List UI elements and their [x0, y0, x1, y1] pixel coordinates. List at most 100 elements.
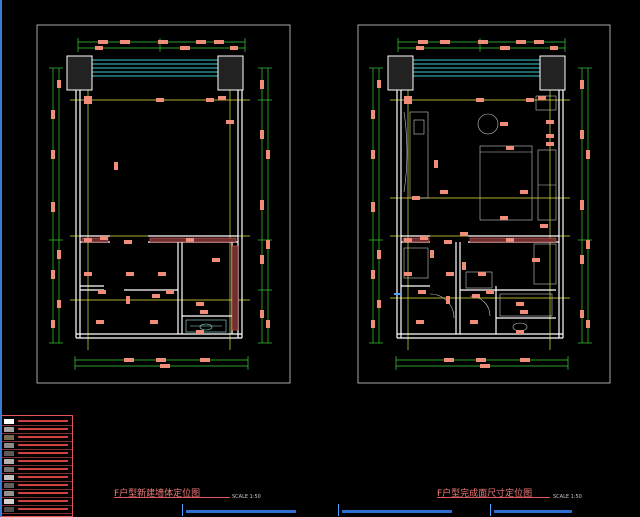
dimension-tag [580, 255, 584, 264]
dimension-tag [266, 150, 270, 159]
dimension-tag [526, 98, 534, 102]
title-underline-right [437, 497, 550, 498]
dimension-tag [478, 272, 486, 276]
viewport-left-edge [0, 0, 2, 517]
drawing-scale-right: SCALE 1:50 [553, 494, 582, 500]
dimension-tag [260, 255, 264, 264]
dimension-tag [371, 320, 375, 328]
dimension-tag [156, 358, 166, 362]
dimension-tag [440, 40, 450, 44]
dimension-tag [520, 358, 530, 362]
fixtures-left [185, 319, 227, 333]
dimension-tag [412, 196, 420, 200]
dimension-tag [546, 134, 554, 138]
drawing-scale-left: SCALE 1:50 [232, 494, 261, 500]
dimension-tag [416, 46, 424, 50]
dimension-tag [460, 232, 468, 236]
dimension-tag [440, 190, 448, 194]
door-swing-bath [469, 295, 491, 317]
chair [413, 119, 425, 135]
dimension-tag [500, 122, 508, 126]
footer-strip-3 [494, 510, 572, 513]
dimension-tag [152, 294, 160, 298]
dimension-tag [546, 142, 554, 146]
dimension-tag [226, 120, 234, 124]
dimension-tag [534, 40, 544, 44]
footer-divider-3 [490, 504, 491, 516]
dimension-tag [260, 130, 264, 139]
dimension-tag [214, 40, 224, 44]
dimension-tag [586, 240, 590, 249]
footer-strip-1 [186, 510, 296, 513]
dimension-tag [84, 272, 92, 276]
dimension-tag [98, 40, 108, 44]
drawing-left-new-walls [36, 24, 291, 384]
dimension-tag [404, 272, 412, 276]
dimension-tags [51, 40, 590, 368]
dimension-tag [196, 330, 204, 334]
desk [409, 111, 429, 199]
legend-row [2, 498, 72, 506]
dimension-tag [266, 320, 270, 328]
dimension-tag [212, 258, 220, 262]
drawing-title-left: F户型新建墙体定位图 [114, 489, 201, 499]
dimension-tag [196, 40, 206, 44]
dimension-tag [150, 320, 158, 324]
dimension-tag [418, 40, 428, 44]
dimension-tag [516, 330, 524, 334]
window-band-left [92, 59, 218, 77]
dimension-tag [444, 240, 452, 244]
dimension-tag [218, 96, 226, 100]
dimension-tag [160, 364, 170, 368]
dimension-tag [444, 358, 454, 362]
legend-row [2, 418, 72, 426]
hatch-right-a [402, 237, 430, 243]
legend-row [2, 426, 72, 434]
column-right-b [539, 55, 566, 91]
dimension-tag [51, 110, 55, 119]
dimension-tag [506, 238, 514, 242]
dimension-tag [580, 80, 584, 89]
door-swing-entry [429, 293, 455, 319]
dimension-tag [206, 98, 214, 102]
dimension-tag [404, 238, 412, 242]
dimension-tag [446, 296, 450, 304]
dimension-tag [51, 150, 55, 159]
legend-row [2, 466, 72, 474]
dimension-tag [196, 302, 204, 306]
dimension-tag [371, 150, 375, 159]
dimension-tag [266, 240, 270, 249]
dimension-tag [98, 290, 106, 294]
dimension-tag [377, 80, 381, 88]
legend-row [2, 482, 72, 490]
dimension-tag [180, 46, 190, 50]
dimension-tag [476, 98, 484, 102]
dimension-tag [532, 258, 540, 262]
sheet-frame-right [357, 24, 611, 384]
dimension-tag [158, 272, 166, 276]
dimension-tag [520, 190, 528, 194]
shower-tray [499, 293, 553, 317]
dimension-tag [430, 250, 434, 258]
dimension-tag [51, 270, 55, 279]
dimension-tag [120, 40, 130, 44]
walls-left [75, 90, 243, 339]
dimension-tag [371, 110, 375, 119]
dimension-tag [580, 130, 584, 139]
title-underline-left [114, 497, 230, 498]
dimension-tag [420, 236, 428, 240]
dimension-tag [57, 80, 61, 88]
dimension-tag [84, 238, 92, 242]
dimension-tag [230, 46, 238, 50]
dimension-tag [434, 160, 438, 168]
dimension-tag [404, 100, 412, 104]
dimension-tag [377, 250, 381, 259]
new-wall-hatch-left [231, 245, 239, 331]
walls-right [396, 90, 564, 339]
dimension-tag [200, 358, 210, 362]
dimension-tag [478, 40, 488, 44]
dimension-tag [126, 272, 134, 276]
dimension-tag [51, 320, 55, 328]
legend-row [2, 450, 72, 458]
